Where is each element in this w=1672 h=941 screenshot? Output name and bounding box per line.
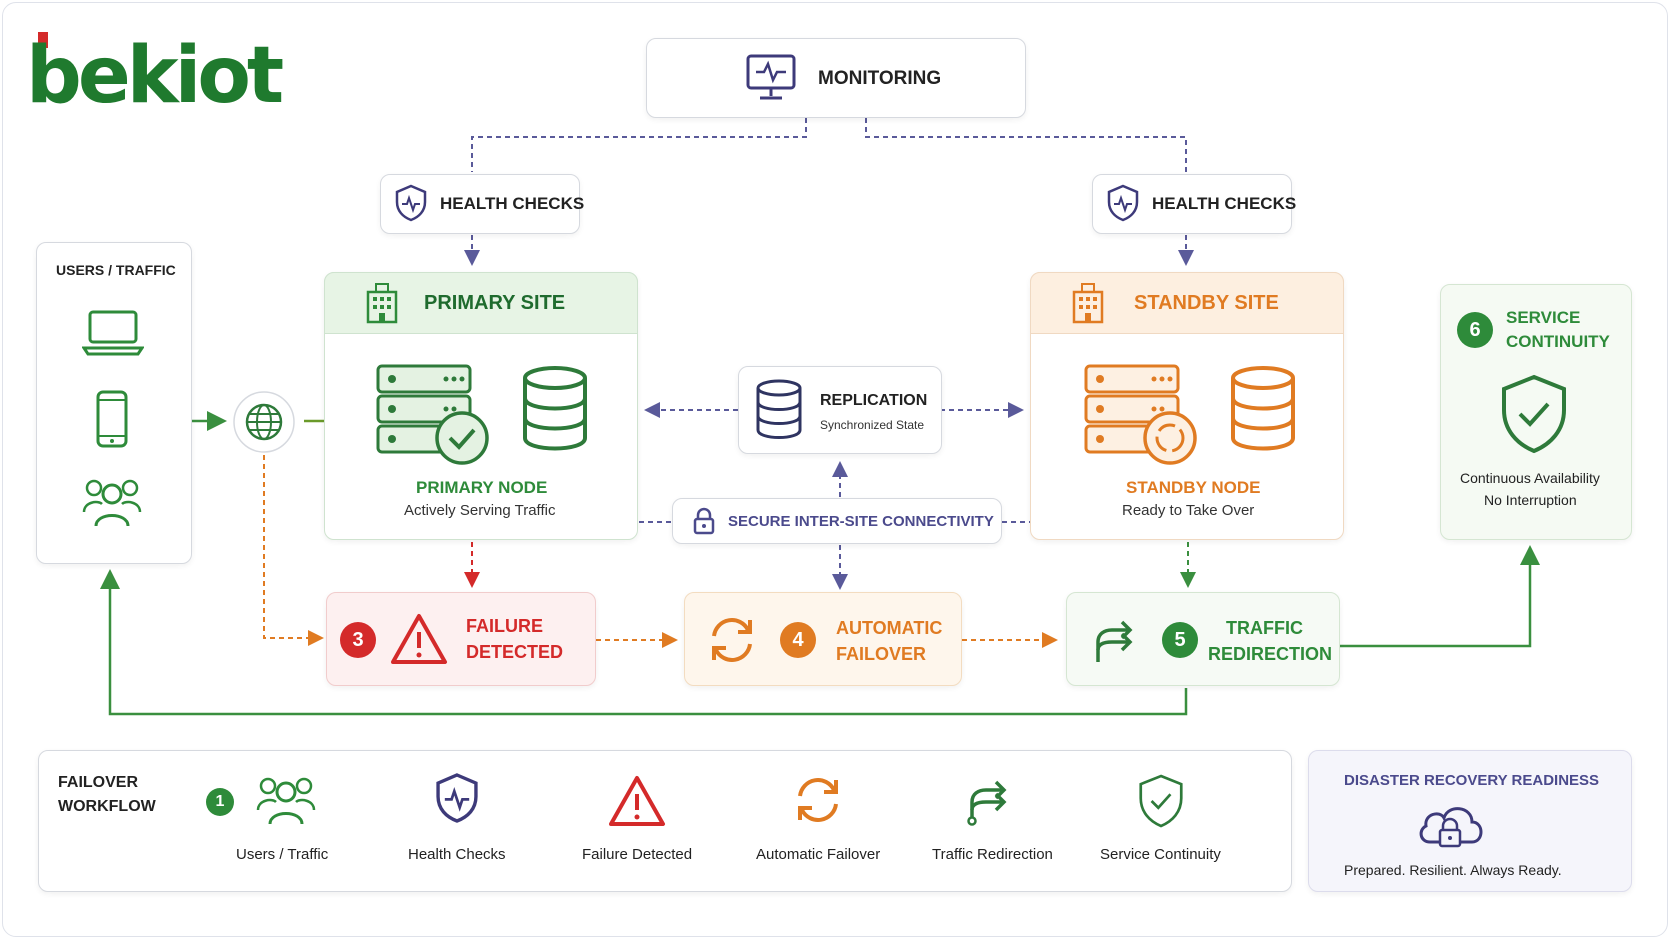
primary-site-header [324, 272, 638, 334]
database-icon [1228, 364, 1298, 459]
dr-readiness-box [1308, 750, 1632, 892]
refresh-icon [706, 614, 758, 671]
dr-title: DISASTER RECOVERY READINESS [1344, 772, 1600, 789]
workflow-title-line2: WORKFLOW [58, 798, 156, 815]
failure-detected-line2: DETECTED [466, 642, 564, 662]
automatic-failover-line2: FAILOVER [836, 644, 927, 664]
health-checks-right-label: HEALTH CHECKS [1152, 194, 1297, 213]
standby-node-status: Ready to Take Over [1122, 502, 1255, 519]
workflow-title-line1: FAILOVER [58, 774, 139, 791]
workflow-item-users: Users / Traffic [236, 846, 329, 863]
shield-pulse-icon [394, 184, 428, 227]
workflow-item-service-continuity: Service Continuity [1100, 846, 1221, 863]
traffic-redirection-line1: TRAFFIC [1226, 618, 1303, 638]
server-icon [1082, 362, 1200, 471]
connectivity-label: SECURE INTER-SITE CONNECTIVITY [728, 513, 994, 530]
workflow-item-automatic-failover: Automatic Failover [756, 846, 881, 863]
users-icon [82, 476, 142, 535]
standby-site-title: STANDBY SITE [1134, 292, 1279, 314]
warning-icon [608, 774, 666, 833]
connectivity-box [672, 498, 1002, 544]
workflow-item-failure-detected: Failure Detected [582, 846, 693, 863]
building-icon [1070, 282, 1106, 329]
lock-icon [692, 507, 716, 540]
failure-detected-line1: FAILURE [466, 616, 544, 636]
refresh-icon [792, 774, 844, 831]
step-1-badge: 1 [206, 788, 234, 816]
service-continuity-desc1: Continuous Availability [1460, 470, 1600, 486]
service-continuity-line2: CONTINUITY [1506, 332, 1610, 351]
users-traffic-box [36, 242, 192, 564]
automatic-failover-box [684, 592, 962, 686]
health-checks-left-label: HEALTH CHECKS [440, 194, 585, 213]
shield-check-icon [1138, 774, 1184, 833]
redirect-arrow-icon [1090, 614, 1138, 671]
service-continuity-desc2: No Interruption [1484, 492, 1577, 508]
traffic-redirection-box [1066, 592, 1340, 686]
globe-icon [232, 390, 296, 459]
health-checks-right-box [1092, 174, 1292, 234]
standby-node-label: STANDBY NODE [1126, 478, 1261, 497]
bekiot-logo: bekiot bekiot [26, 28, 296, 121]
replication-subtitle: Synchronized State [820, 418, 925, 432]
step-5-badge: 5 [1162, 622, 1198, 658]
database-icon [754, 378, 804, 447]
shield-check-icon [1500, 374, 1568, 459]
health-checks-left-box [380, 174, 580, 234]
step-3-badge: 3 [340, 622, 376, 658]
monitor-icon [744, 52, 798, 109]
users-icon [256, 774, 316, 833]
users-traffic-title: USERS / TRAFFIC [56, 262, 176, 278]
monitoring-box [646, 38, 1026, 118]
cloud-lock-icon [1414, 798, 1486, 857]
automatic-failover-line1: AUTOMATIC [836, 618, 943, 638]
replication-title: REPLICATION [820, 392, 928, 409]
shield-pulse-icon [434, 772, 480, 829]
primary-node-status: Actively Serving Traffic [404, 502, 556, 519]
shield-pulse-icon [1106, 184, 1140, 227]
workflow-item-health-checks: Health Checks [408, 846, 506, 863]
laptop-icon [81, 308, 145, 361]
building-icon [364, 282, 400, 329]
workflow-item-traffic-redirection: Traffic Redirection [932, 846, 1053, 863]
server-icon [374, 362, 492, 471]
service-continuity-line1: SERVICE [1506, 308, 1581, 327]
svg-text:bekiot: bekiot [26, 31, 283, 108]
step-4-badge: 4 [780, 622, 816, 658]
redirect-arrow-icon [964, 772, 1012, 833]
standby-site-header [1030, 272, 1344, 334]
primary-node-label: PRIMARY NODE [416, 478, 548, 497]
failover-workflow-box [38, 750, 1292, 892]
primary-site-title: PRIMARY SITE [424, 292, 566, 314]
warning-icon [390, 612, 448, 671]
traffic-redirection-line2: REDIRECTION [1208, 644, 1333, 664]
database-icon [520, 364, 590, 459]
step-6-badge: 6 [1457, 312, 1493, 348]
dr-tagline: Prepared. Resilient. Always Ready. [1344, 862, 1562, 878]
phone-icon [94, 390, 130, 455]
monitoring-label: MONITORING [818, 68, 942, 89]
